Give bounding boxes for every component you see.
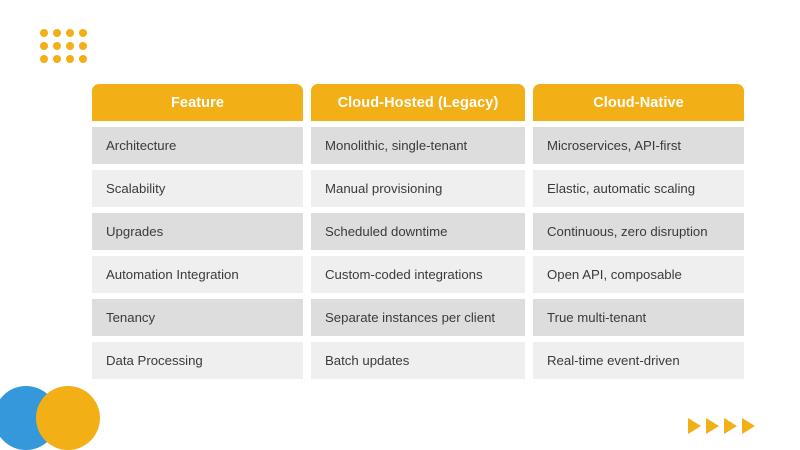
logo-dot: [40, 29, 48, 37]
logo-dot: [66, 29, 74, 37]
table-column-cloud-native: Cloud-Native Microservices, API-first El…: [533, 84, 744, 379]
arrow-right-icon: [706, 418, 719, 434]
dot-grid-logo: [40, 29, 87, 63]
table-cell: Automation Integration: [92, 256, 303, 293]
table-cell: Continuous, zero disruption: [533, 213, 744, 250]
column-header-cloud-hosted-legacy: Cloud-Hosted (Legacy): [311, 84, 525, 121]
table-cell: Batch updates: [311, 342, 525, 379]
table-cell: Architecture: [92, 127, 303, 164]
table-cell: Separate instances per client: [311, 299, 525, 336]
table-cell: Manual provisioning: [311, 170, 525, 207]
logo-dot: [79, 42, 87, 50]
arrow-right-icon: [688, 418, 701, 434]
decorative-arrows: [688, 418, 755, 434]
logo-dot: [40, 55, 48, 63]
logo-dot: [79, 55, 87, 63]
logo-dot: [53, 29, 61, 37]
table-cell: Microservices, API-first: [533, 127, 744, 164]
column-header-cloud-native: Cloud-Native: [533, 84, 744, 121]
table-cell: Scalability: [92, 170, 303, 207]
table-cell: Open API, composable: [533, 256, 744, 293]
table-column-feature: Feature Architecture Scalability Upgrade…: [92, 84, 303, 379]
table-cell: Real-time event-driven: [533, 342, 744, 379]
table-cell: Monolithic, single-tenant: [311, 127, 525, 164]
arrow-right-icon: [742, 418, 755, 434]
arrow-right-icon: [724, 418, 737, 434]
logo-dot: [79, 29, 87, 37]
table-cell: True multi-tenant: [533, 299, 744, 336]
logo-dot: [53, 42, 61, 50]
column-header-feature: Feature: [92, 84, 303, 121]
table-cell: Upgrades: [92, 213, 303, 250]
table-cell: Tenancy: [92, 299, 303, 336]
decorative-semicircles: [0, 386, 110, 450]
table-cell: Custom-coded integrations: [311, 256, 525, 293]
logo-dot: [66, 55, 74, 63]
comparison-table: Feature Architecture Scalability Upgrade…: [92, 84, 744, 379]
logo-dot: [53, 55, 61, 63]
table-cell: Data Processing: [92, 342, 303, 379]
table-column-cloud-hosted-legacy: Cloud-Hosted (Legacy) Monolithic, single…: [311, 84, 525, 379]
table-cell: Scheduled downtime: [311, 213, 525, 250]
orange-semicircle: [36, 386, 100, 450]
logo-dot: [40, 42, 48, 50]
logo-dot: [66, 42, 74, 50]
table-cell: Elastic, automatic scaling: [533, 170, 744, 207]
